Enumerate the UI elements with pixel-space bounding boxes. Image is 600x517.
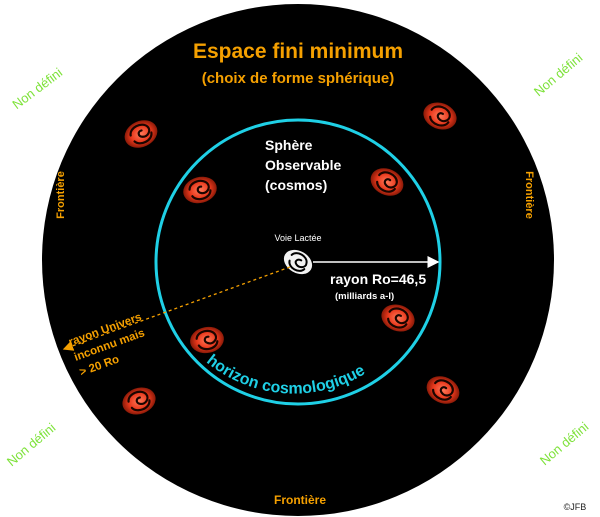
undefined-label-top-left: Non défini: [9, 65, 65, 112]
observable-line-2: Observable: [265, 157, 341, 173]
boundary-label-left: Frontière: [55, 171, 67, 219]
universe-radius-arrow: [62, 266, 291, 351]
observable-sphere-circle: [154, 118, 442, 406]
credit-label: ©JFB: [564, 502, 587, 512]
title-line-1: Espace fini minimum: [193, 40, 403, 63]
undefined-label-bottom-right: Non défini: [537, 419, 592, 468]
boundary-label-bottom: Frontière: [274, 493, 326, 507]
title-line-2: (choix de forme sphérique): [202, 70, 395, 87]
boundary-label-right: Frontière: [523, 171, 535, 219]
observable-line-1: Sphère: [265, 137, 313, 153]
radius-ro-line-1: rayon Ro=46,5: [330, 271, 426, 287]
milky-way-label: Voie Lactée: [274, 233, 321, 243]
undefined-label-top-right: Non défini: [531, 50, 586, 99]
observable-line-3: (cosmos): [265, 177, 327, 193]
milky-way-icon: [283, 249, 313, 275]
radius-ro-line-2: (milliards a-l): [335, 291, 394, 302]
undefined-label-bottom-left: Non défini: [4, 420, 59, 469]
